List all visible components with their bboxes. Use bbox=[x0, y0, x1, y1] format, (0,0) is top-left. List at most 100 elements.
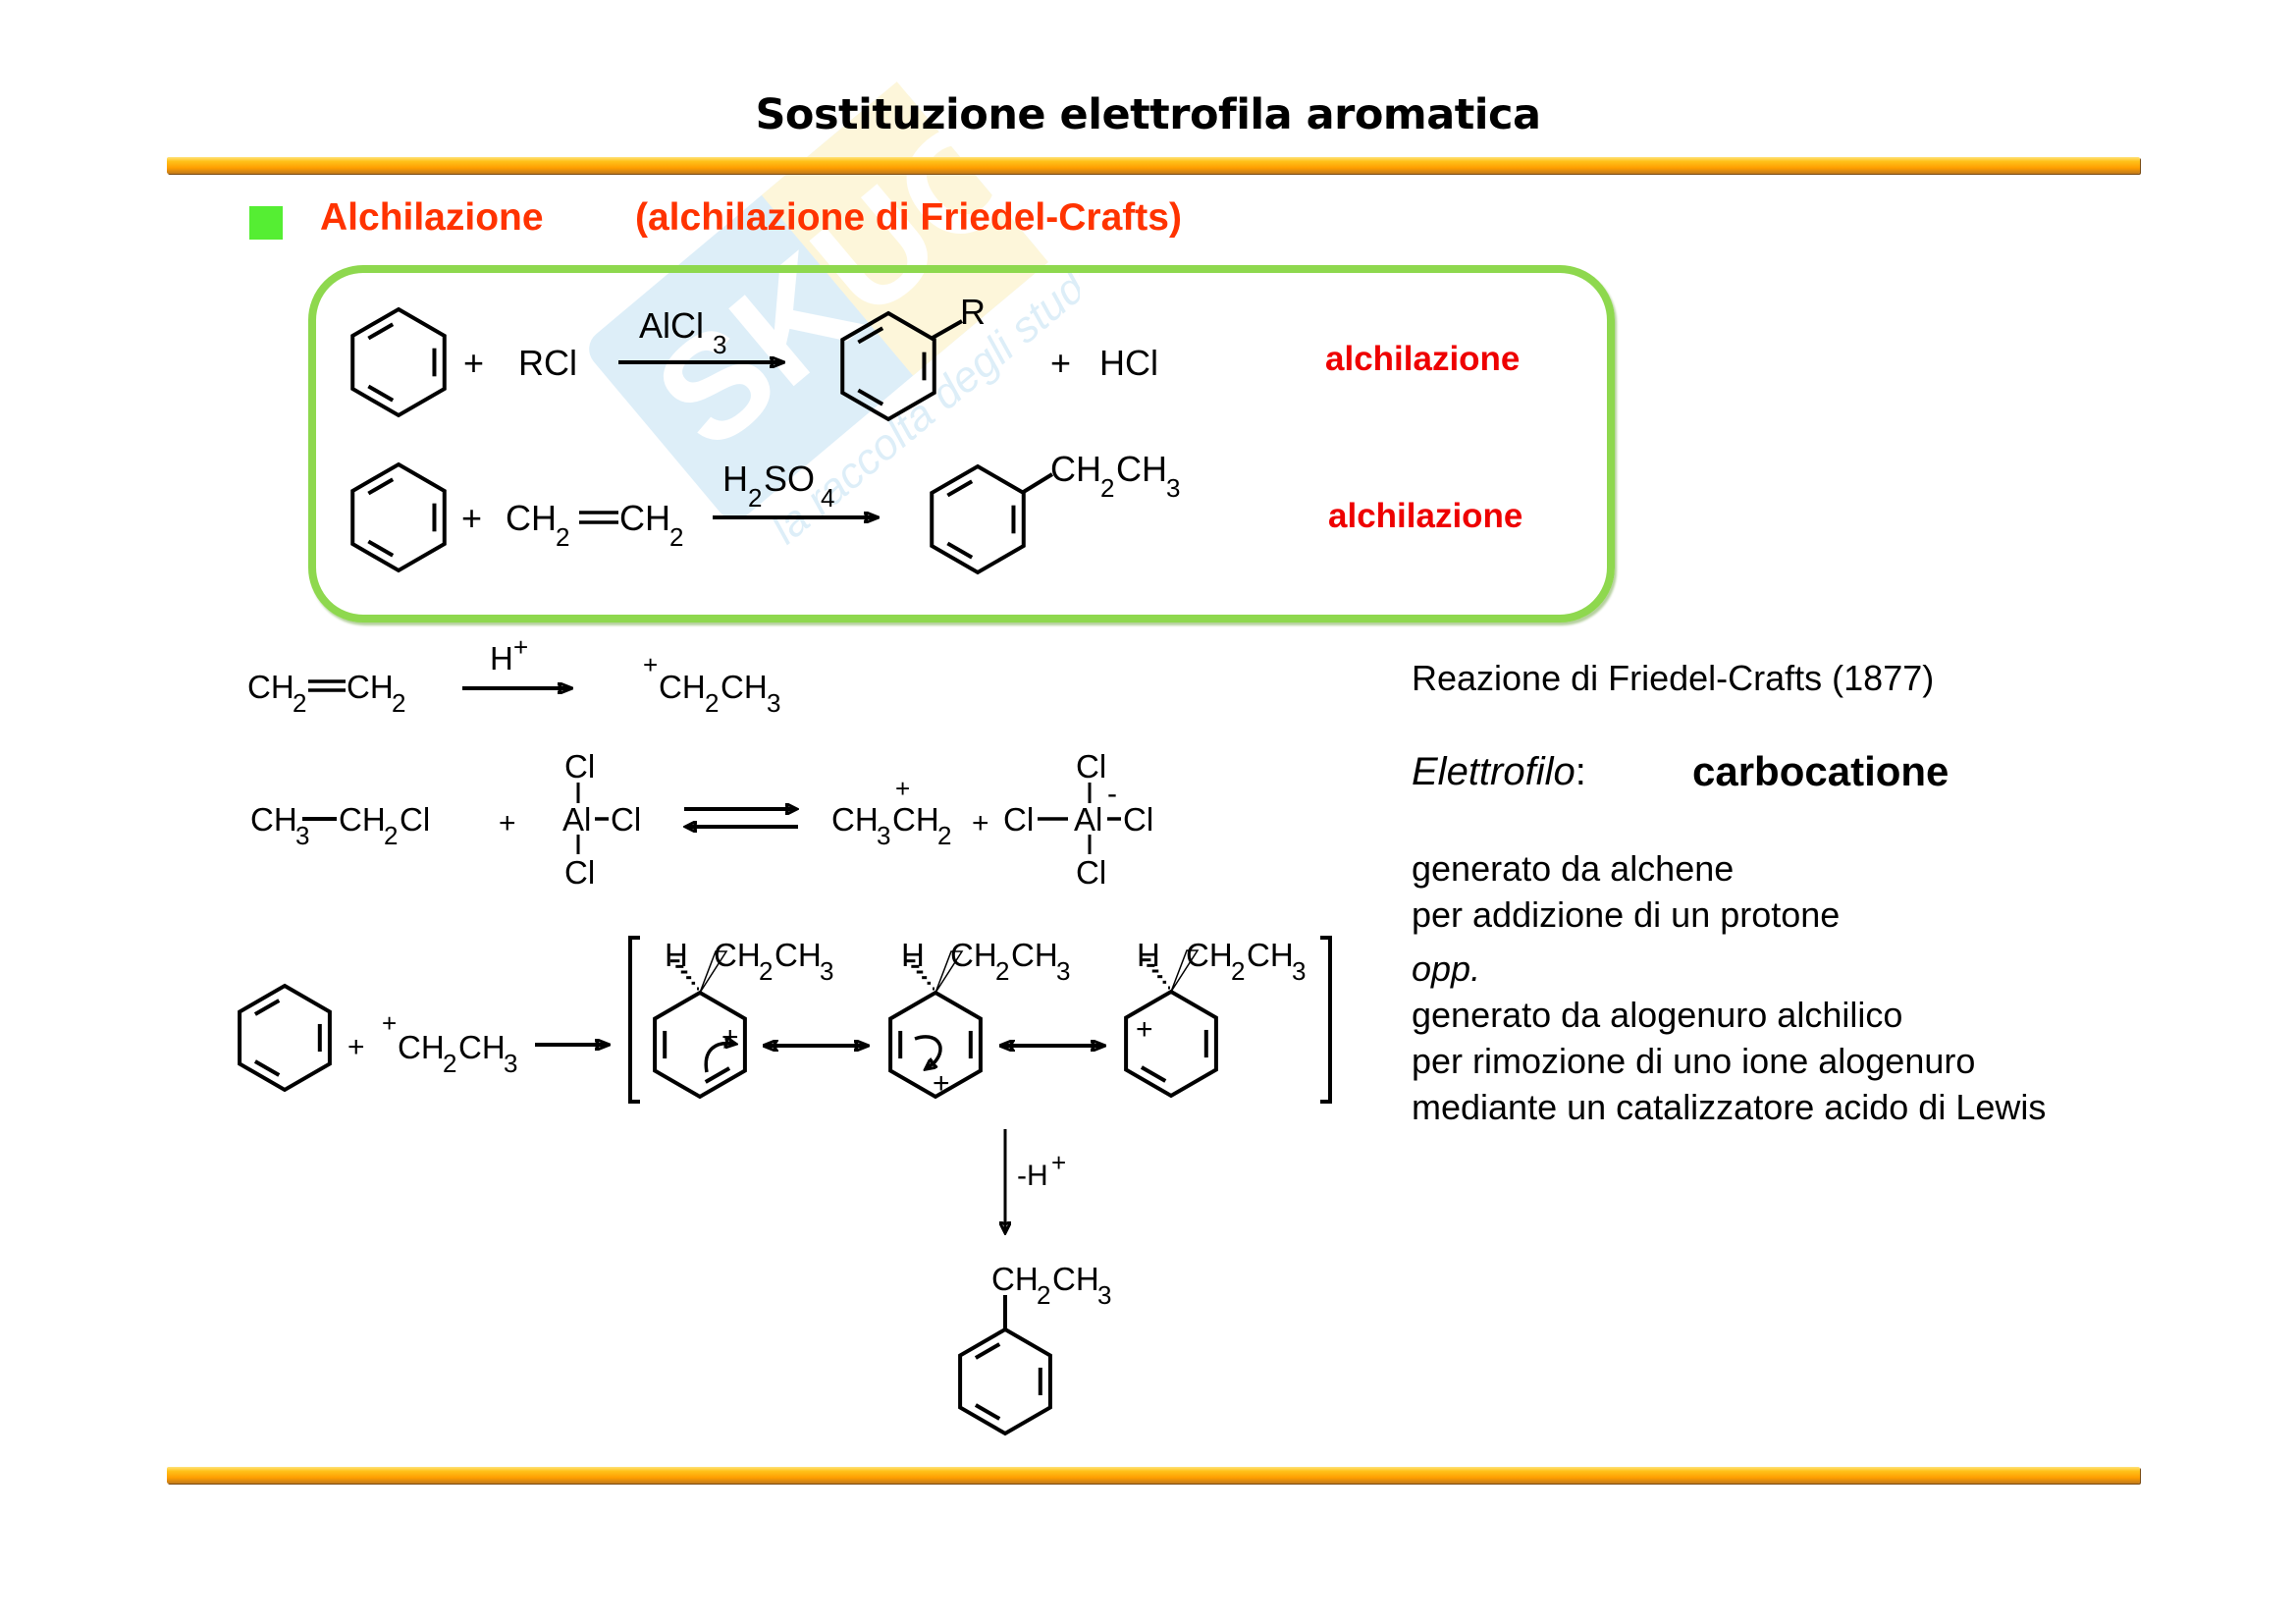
ring-outline bbox=[350, 306, 447, 418]
note-line: per rimozione di uno ione alogenuro bbox=[1412, 1041, 1976, 1081]
cl-atom: Cl bbox=[1123, 801, 1153, 838]
ethylene-sub: 2 bbox=[556, 522, 569, 552]
note-line: mediante un catalizzatore acido di Lewis bbox=[1412, 1087, 2047, 1127]
plus-sign: + bbox=[499, 807, 516, 839]
ring-double-bond bbox=[253, 1059, 281, 1077]
ring-double-bond bbox=[857, 388, 884, 406]
ethylbenzene-ring-icon bbox=[930, 463, 1026, 575]
ring-double-bond bbox=[367, 384, 395, 403]
deprotonation-label: -H bbox=[1017, 1160, 1048, 1192]
positive-charge: + bbox=[1136, 1013, 1153, 1046]
sigma-ch: CH bbox=[714, 937, 761, 973]
carbocation-sub: 2 bbox=[705, 688, 719, 718]
benzene-ring-icon bbox=[238, 983, 332, 1093]
sigma-sub: 2 bbox=[759, 956, 773, 986]
note-line: generato da alogenuro alchilico bbox=[1412, 995, 1903, 1035]
section-heading: Alchilazione bbox=[320, 196, 544, 239]
ring-outline bbox=[840, 310, 936, 422]
chloroethane-sub: 3 bbox=[295, 821, 309, 850]
al-atom: Al bbox=[562, 801, 591, 838]
curved-arrow-icon bbox=[704, 1043, 734, 1073]
positive-charge: + bbox=[933, 1067, 950, 1100]
reagent-rcl: RCl bbox=[518, 343, 577, 383]
chloroethane-sub: 2 bbox=[384, 821, 398, 850]
final-ch3: CH bbox=[1052, 1261, 1099, 1297]
byproduct-hcl: HCl bbox=[1099, 343, 1158, 383]
ring-double-bond bbox=[974, 1403, 1001, 1421]
sigma-ch: CH bbox=[1186, 937, 1233, 973]
ethylene-sub: 2 bbox=[392, 688, 405, 718]
final-ch: CH bbox=[991, 1261, 1039, 1297]
sigma-sub: 3 bbox=[1056, 956, 1070, 986]
catalyst-sub: 3 bbox=[713, 330, 726, 359]
plus-sign: + bbox=[461, 498, 482, 538]
page-title: Sostituzione elettrofila aromatica bbox=[755, 90, 1541, 139]
product-sub: 2 bbox=[1100, 473, 1114, 503]
open-wedge bbox=[699, 950, 728, 994]
electrophile-colon: : bbox=[1575, 750, 1586, 793]
reactions-box bbox=[308, 265, 1615, 622]
ethylene-ch: CH bbox=[247, 669, 294, 705]
positive-charge: + bbox=[721, 1021, 739, 1054]
r-bond bbox=[932, 319, 963, 340]
sigma-ch3: CH bbox=[1247, 937, 1294, 973]
chloroethane-ch: CH bbox=[250, 801, 297, 838]
sigma-sub: 2 bbox=[995, 956, 1009, 986]
al-atom: Al bbox=[1074, 801, 1102, 838]
proton-charge: + bbox=[513, 632, 528, 662]
proton-h: H bbox=[490, 640, 513, 676]
note-line: per addizione di un protone bbox=[1412, 894, 1841, 935]
ring-double-bond bbox=[1140, 1065, 1167, 1083]
sigma-sub: 2 bbox=[1231, 956, 1245, 986]
ring-double-bond bbox=[857, 326, 884, 345]
row2-label: alchilazione bbox=[1328, 497, 1523, 535]
cl-atom: Cl bbox=[1076, 748, 1106, 784]
electrophile-sub: 3 bbox=[504, 1049, 517, 1078]
electrophile-charge: + bbox=[382, 1008, 397, 1038]
alkylbenzene-ring-icon bbox=[840, 310, 936, 422]
ethylene-ch: CH bbox=[619, 498, 670, 538]
ethyl-bond bbox=[1020, 472, 1054, 495]
electrophile-value: carbocatione bbox=[1692, 748, 1949, 794]
sigma-complex-2-icon bbox=[888, 950, 983, 1100]
sigma-sub: 3 bbox=[1292, 956, 1306, 986]
sigma-complex-3-icon bbox=[1124, 949, 1218, 1099]
ring-outline bbox=[238, 983, 332, 1093]
curved-arrow-icon bbox=[914, 1035, 942, 1068]
electrophile-sub: 2 bbox=[443, 1049, 456, 1078]
ring-outline bbox=[930, 463, 1026, 575]
sigma-ch3: CH bbox=[1011, 937, 1058, 973]
ring-outline bbox=[1124, 989, 1218, 1099]
row1-label: alchilazione bbox=[1325, 340, 1521, 378]
open-wedge bbox=[1170, 949, 1200, 993]
section-subheading: (alchilazione di Friedel-Crafts) bbox=[635, 196, 1182, 239]
benzene-ring-icon bbox=[350, 461, 447, 573]
left-bracket bbox=[628, 936, 640, 1104]
ring-outline bbox=[350, 461, 447, 573]
bullet-square-icon bbox=[249, 206, 283, 240]
ring-double-bond bbox=[946, 479, 974, 498]
electrophile-row: Elettrofilo: bbox=[1412, 750, 1586, 794]
ring-double-bond bbox=[367, 477, 395, 496]
ring-outline bbox=[653, 990, 747, 1100]
catalyst-so: SO bbox=[764, 459, 815, 499]
ring-double-bond bbox=[367, 539, 395, 558]
carbocation-sub: 3 bbox=[767, 688, 780, 718]
final-sub: 2 bbox=[1037, 1280, 1050, 1310]
reaction-name: Reazione di Friedel-Crafts (1877) bbox=[1412, 658, 1935, 698]
ethyl-cation-ch: CH bbox=[831, 801, 879, 838]
cl-atom: Cl bbox=[564, 854, 595, 891]
catalyst-alcl: AlCl bbox=[639, 305, 704, 346]
product-ch: CH bbox=[1050, 449, 1101, 489]
product-sub: 3 bbox=[1166, 473, 1180, 503]
ring-outline bbox=[958, 1326, 1052, 1436]
note-line-opp: opp. bbox=[1412, 948, 1481, 989]
ring-double-bond bbox=[253, 999, 281, 1016]
electrophile-label: Elettrofilo bbox=[1412, 750, 1575, 793]
cl-atom: Cl bbox=[1076, 854, 1106, 891]
carbocation-charge: + bbox=[643, 650, 658, 679]
ring-double-bond bbox=[367, 322, 395, 341]
ethylene-sub: 2 bbox=[293, 688, 306, 718]
anion-charge: - bbox=[1107, 778, 1117, 810]
